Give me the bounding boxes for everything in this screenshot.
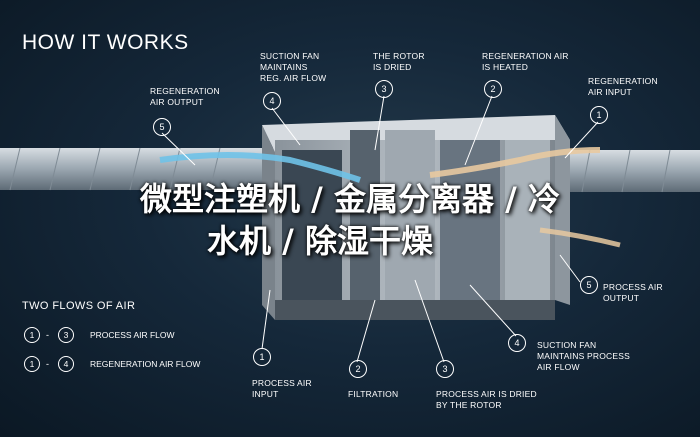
process-air-output-label-1: PROCESS AIR	[603, 282, 663, 292]
filtration-label: FILTRATION	[348, 389, 399, 399]
rotor-dried-label-1: THE ROTOR	[373, 51, 425, 61]
legend-process-to-badge: 3	[58, 327, 74, 343]
legend-process-sep: -	[46, 330, 49, 340]
regen-air-output-label-2: AIR OUTPUT	[150, 97, 204, 107]
step-4-regen-badge: 4	[263, 92, 281, 110]
step-2-regen-badge: 2	[484, 80, 502, 98]
process-air-output-label-2: OUTPUT	[603, 293, 640, 303]
legend-regen-from-badge: 1	[24, 356, 40, 372]
page-title: HOW IT WORKS	[22, 31, 189, 54]
suction-fan-regen-label-3: REG. AIR FLOW	[260, 73, 327, 83]
suction-fan-process-label-3: AIR FLOW	[537, 362, 580, 372]
regen-air-output-label-1: REGENERATION	[150, 86, 220, 96]
process-air-flow	[159, 152, 361, 183]
dehumidifier-housing	[262, 115, 570, 320]
step-2-process-badge: 2	[349, 360, 367, 378]
process-air-input-label-1: PROCESS AIR	[252, 378, 312, 388]
step-1-regen-badge: 1	[590, 106, 608, 124]
step-4-process-badge: 4	[508, 334, 526, 352]
legend-process-from-badge: 1	[24, 327, 40, 343]
legend-regen-sep: -	[46, 359, 49, 369]
suction-fan-regen-label-1: SUCTION FAN	[260, 51, 320, 61]
legend-process-label: PROCESS AIR FLOW	[90, 330, 175, 340]
process-air-dried-label-1: PROCESS AIR IS DRIED	[436, 389, 537, 399]
overlay-caption: 微型注塑机 / 金属分离器 / 冷 水机 / 除湿干燥	[0, 178, 700, 262]
process-air-input-label-2: INPUT	[252, 389, 279, 399]
suction-fan-process-label-1: SUCTION FAN	[537, 340, 597, 350]
legend-regen-to-badge: 4	[58, 356, 74, 372]
step-5-process-badge: 5	[580, 276, 598, 294]
rotor-dried-label-2: IS DRIED	[373, 62, 412, 72]
regeneration-air-flow	[429, 147, 601, 178]
right-duct	[560, 149, 700, 193]
regen-air-input-label-2: AIR INPUT	[588, 87, 632, 97]
suction-fan-process-label-2: MAINTAINS PROCESS	[537, 351, 630, 361]
regen-air-heated-label-2: IS HEATED	[482, 62, 529, 72]
regen-air-input-label-1: REGENERATION	[588, 76, 658, 86]
legend-title: TWO FLOWS OF AIR	[22, 300, 136, 312]
step-1-process-badge: 1	[253, 348, 271, 366]
legend-regen-label: REGENERATION AIR FLOW	[90, 359, 201, 369]
process-air-dried-label-2: BY THE ROTOR	[436, 400, 502, 410]
process-air-output-flow	[539, 227, 621, 248]
step-3-regen-badge: 3	[375, 80, 393, 98]
leader-lines	[161, 95, 599, 363]
step-3-process-badge: 3	[436, 360, 454, 378]
overlay-line-2: 水机 / 除湿干燥	[207, 222, 433, 260]
step-5-regen-badge: 5	[153, 118, 171, 136]
suction-fan-regen-label-2: MAINTAINS	[260, 62, 308, 72]
regen-air-heated-label-1: REGENERATION AIR	[482, 51, 569, 61]
overlay-line-1: 微型注塑机 / 金属分离器 / 冷	[140, 180, 560, 218]
